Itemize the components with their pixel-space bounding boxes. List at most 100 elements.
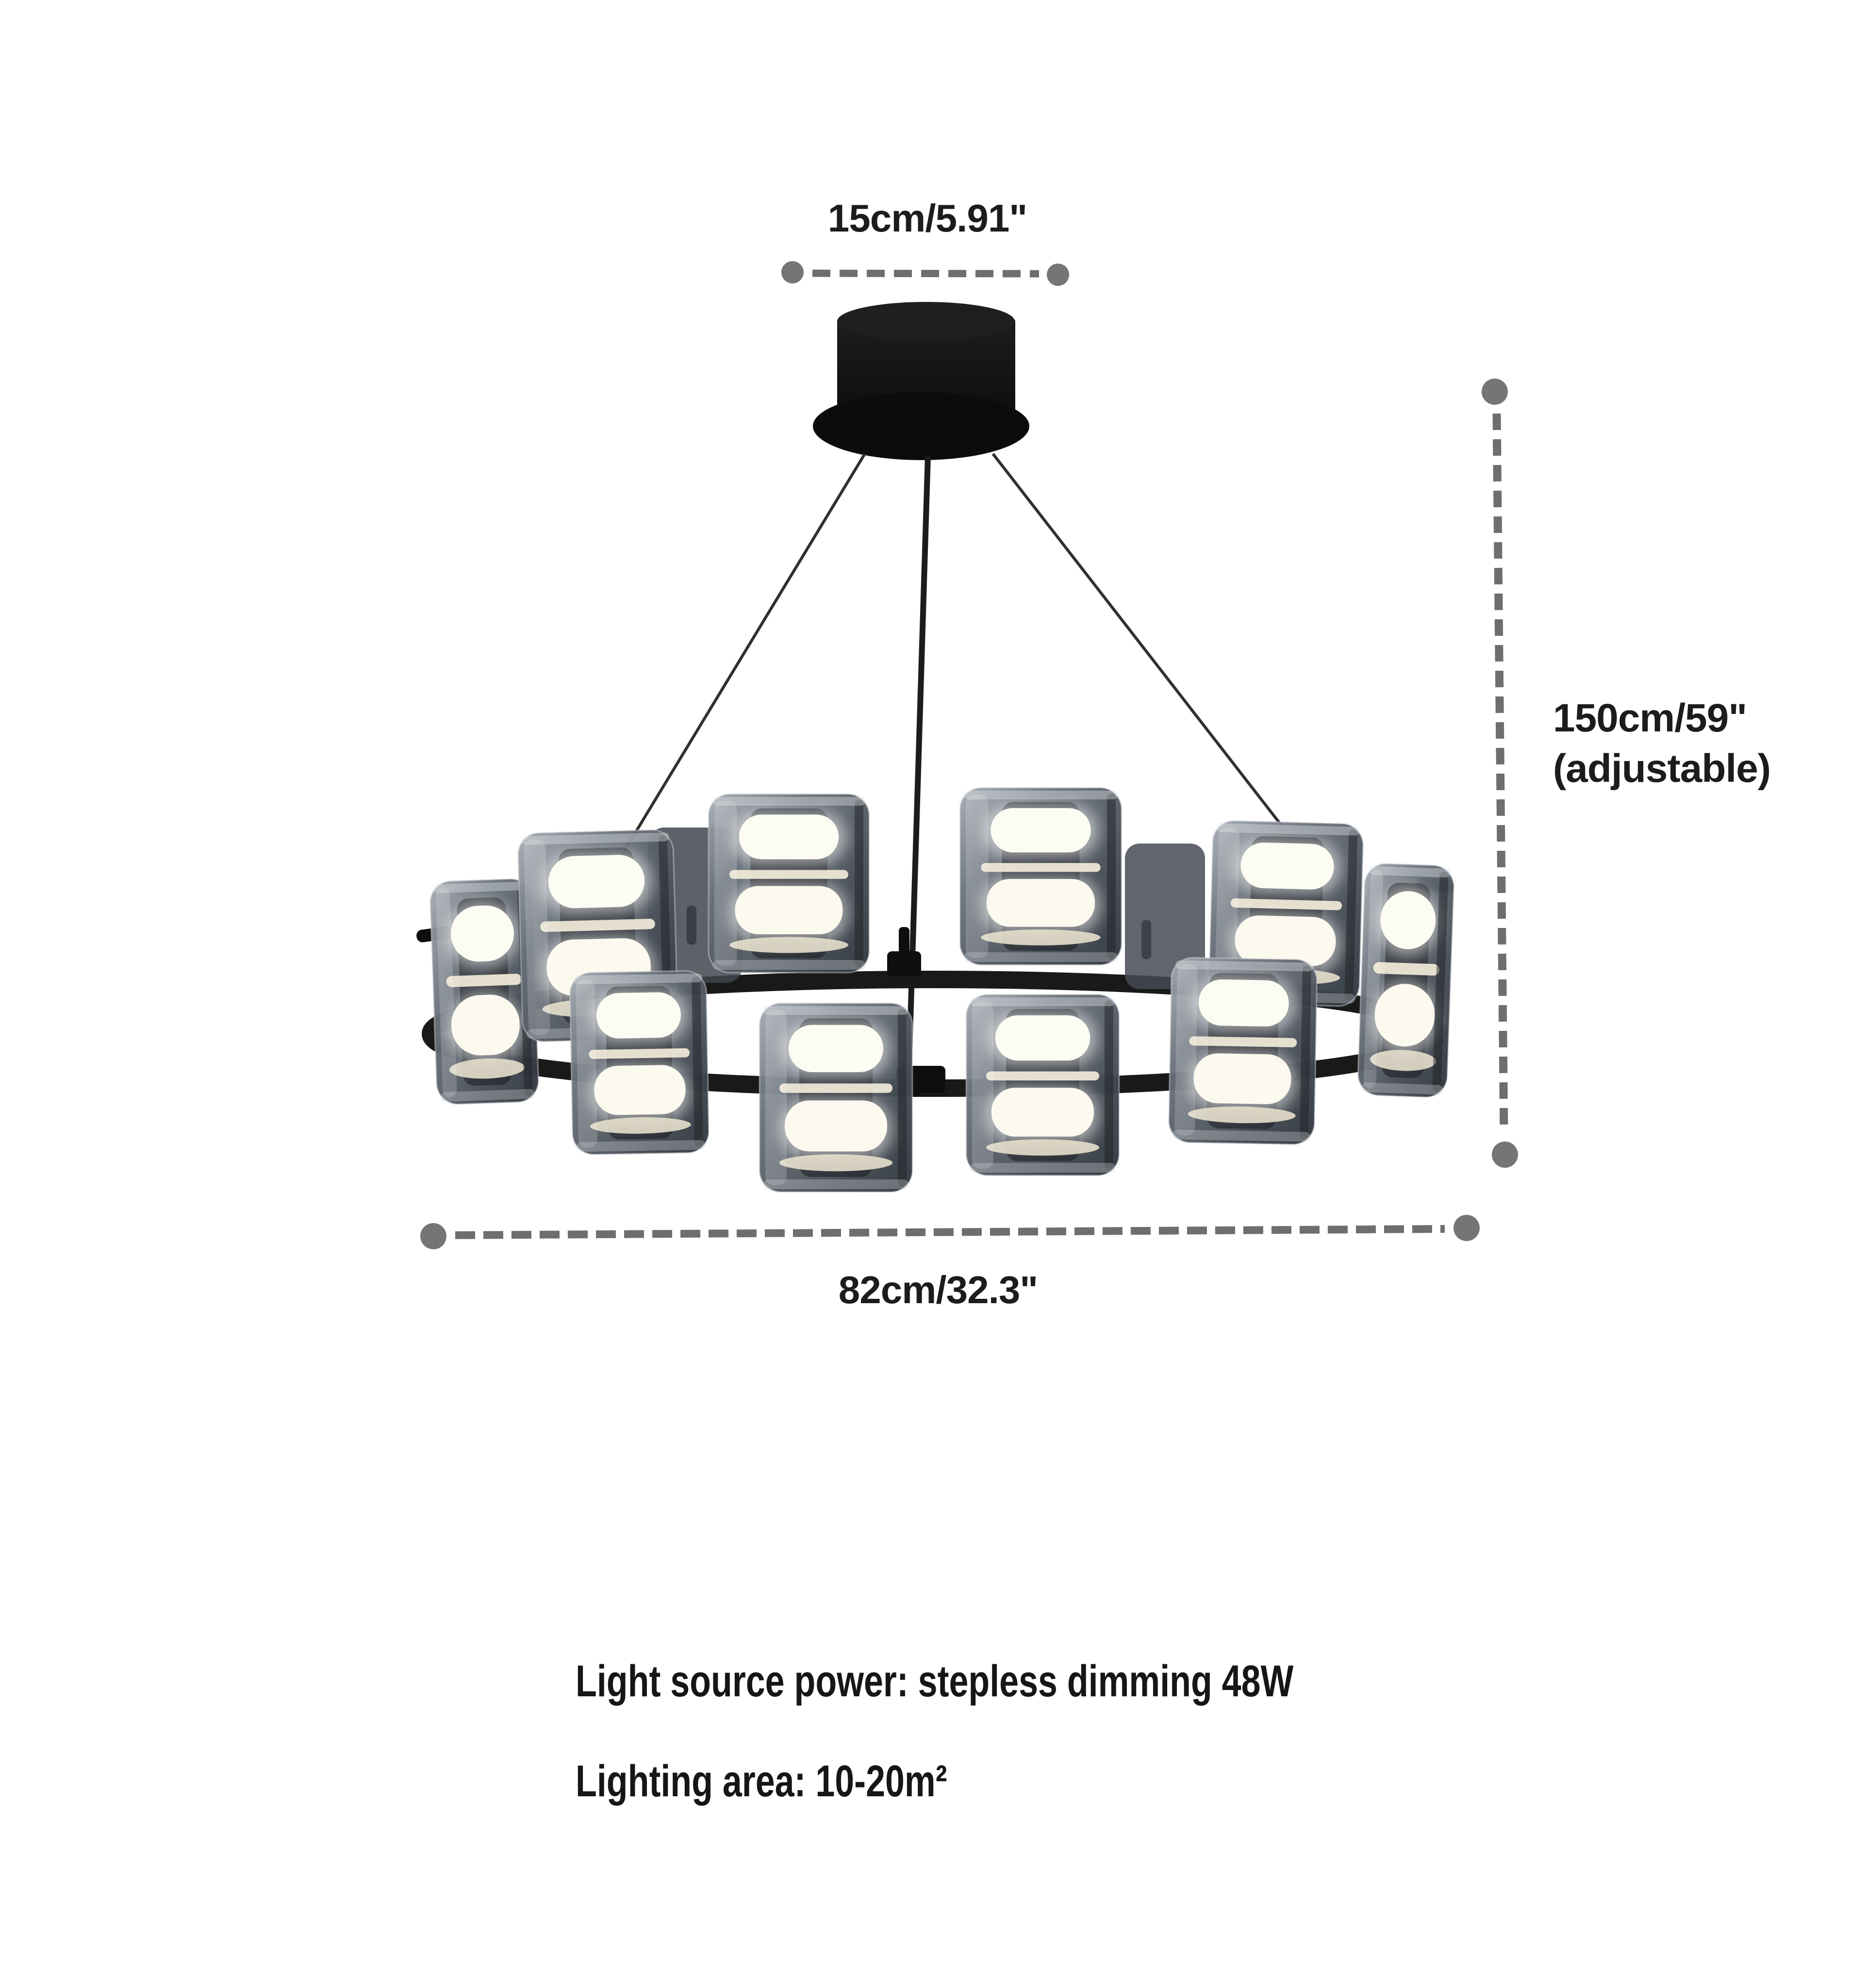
shade-row-back xyxy=(429,787,1455,1105)
glass-edge-top xyxy=(763,1006,908,1015)
glass-highlight xyxy=(714,801,737,966)
led-light-top xyxy=(1198,979,1289,1027)
glass-shade xyxy=(1168,957,1318,1145)
dimension-endpoint-dot xyxy=(1482,379,1508,405)
glass-edge-dark xyxy=(855,800,863,967)
glass-highlight xyxy=(765,1010,787,1185)
height-label: 150cm/59" (adjustable) xyxy=(1553,693,1771,794)
led-light-bottom xyxy=(1374,984,1435,1047)
led-light-top xyxy=(1380,891,1436,949)
canopy-width-label: 15cm/5.91" xyxy=(827,197,1027,240)
led-light-top xyxy=(1240,842,1334,890)
canopy-width-dimension-line xyxy=(781,261,1069,286)
led-light-top xyxy=(596,992,681,1039)
led-light-bottom xyxy=(986,878,1095,927)
glass-highlight xyxy=(1214,827,1240,996)
led-light-top xyxy=(739,814,839,860)
led-tray xyxy=(779,1083,893,1093)
led-tray xyxy=(986,1071,1100,1081)
glass-edge-dark xyxy=(1107,794,1116,959)
led-base xyxy=(986,1139,1100,1156)
glass-shade xyxy=(429,878,539,1105)
diameter-label: 82cm/32.3" xyxy=(838,1268,1038,1311)
led-base xyxy=(779,1154,893,1172)
glass-edge-top xyxy=(970,997,1115,1006)
suspension-rod-center xyxy=(906,456,931,1084)
glass-shade xyxy=(965,994,1120,1176)
led-light-top xyxy=(991,808,1091,853)
glass-edge-dark xyxy=(1300,965,1311,1139)
glass-edge-bottom xyxy=(577,1140,705,1152)
glass-edge-bottom xyxy=(1172,1129,1310,1142)
led-tray xyxy=(1373,962,1439,976)
glass-highlight xyxy=(436,888,457,1098)
led-light-bottom xyxy=(1193,1053,1291,1104)
led-light-bottom xyxy=(1235,915,1336,966)
glass-edge-bottom xyxy=(970,1163,1115,1173)
glass-shade xyxy=(569,970,710,1156)
dimension-endpoint-dot xyxy=(1492,1142,1518,1168)
led-base xyxy=(729,937,848,953)
canopy-flange xyxy=(813,392,1029,460)
led-tray xyxy=(446,974,522,987)
glass-edge-top xyxy=(712,797,865,806)
spec-lighting-area: Lighting area: 10-20m² xyxy=(576,1756,947,1806)
height-label-note: (adjustable) xyxy=(1553,746,1771,791)
glass-edge-top xyxy=(1217,823,1360,836)
glass-edge-top xyxy=(521,832,669,845)
led-tray xyxy=(729,870,848,879)
glass-edge-bottom xyxy=(964,952,1118,962)
led-light-top xyxy=(548,855,645,909)
dashed-line xyxy=(1492,413,1508,1133)
ring-peg xyxy=(899,927,909,968)
led-base xyxy=(449,1058,525,1079)
led-light-top xyxy=(995,1015,1090,1061)
glass-highlight xyxy=(966,795,989,958)
dashed-line xyxy=(812,269,1040,278)
led-light-top xyxy=(450,905,514,962)
glass-edge-bottom xyxy=(763,1179,908,1189)
dashed-line xyxy=(455,1225,1445,1239)
dimension-endpoint-dot xyxy=(781,261,804,283)
dimension-endpoint-dot xyxy=(1047,264,1069,286)
suspension-wire-left xyxy=(609,453,866,875)
led-tray xyxy=(1189,1036,1297,1047)
led-base xyxy=(1188,1106,1296,1124)
glass-edge-bottom xyxy=(1361,1082,1443,1095)
glass-highlight xyxy=(1174,964,1198,1136)
spec-light-source-power: Light source power: stepless dimming 48W xyxy=(576,1657,1294,1706)
glass-highlight xyxy=(524,840,550,1035)
led-light-top xyxy=(788,1025,884,1072)
glass-edge-dark xyxy=(1105,1000,1113,1170)
glass-edge-top xyxy=(433,881,528,894)
led-light-bottom xyxy=(594,1065,686,1115)
glass-shade xyxy=(1357,862,1455,1098)
led-tray xyxy=(1230,898,1342,911)
led-base xyxy=(590,1117,691,1134)
led-tray xyxy=(589,1048,690,1059)
glass-shade xyxy=(708,793,870,974)
glass-edge-bottom xyxy=(712,960,865,970)
suspension-wire-right xyxy=(991,453,1283,826)
glass-shade xyxy=(959,787,1123,966)
height-dimension-line xyxy=(1482,379,1518,1168)
glass-highlight xyxy=(1363,870,1384,1089)
glass-shade-partial xyxy=(1125,844,1205,989)
led-light-bottom xyxy=(991,1088,1094,1137)
glass-edge-dark xyxy=(692,976,703,1147)
glass-edge-top xyxy=(1369,866,1451,878)
led-tray xyxy=(540,918,655,932)
glass-edge-top xyxy=(574,973,702,985)
shade-row-front xyxy=(569,957,1318,1193)
dimension-endpoint-dot xyxy=(420,1223,446,1249)
glass-edge-dark xyxy=(1432,871,1449,1092)
diameter-dimension-line xyxy=(420,1215,1480,1249)
led-base xyxy=(981,929,1101,945)
canopy-top xyxy=(837,302,1015,341)
led-tray xyxy=(981,863,1101,872)
led-light-bottom xyxy=(735,886,843,934)
dimension-endpoint-dot xyxy=(1453,1215,1480,1241)
led-light-bottom xyxy=(784,1100,888,1152)
